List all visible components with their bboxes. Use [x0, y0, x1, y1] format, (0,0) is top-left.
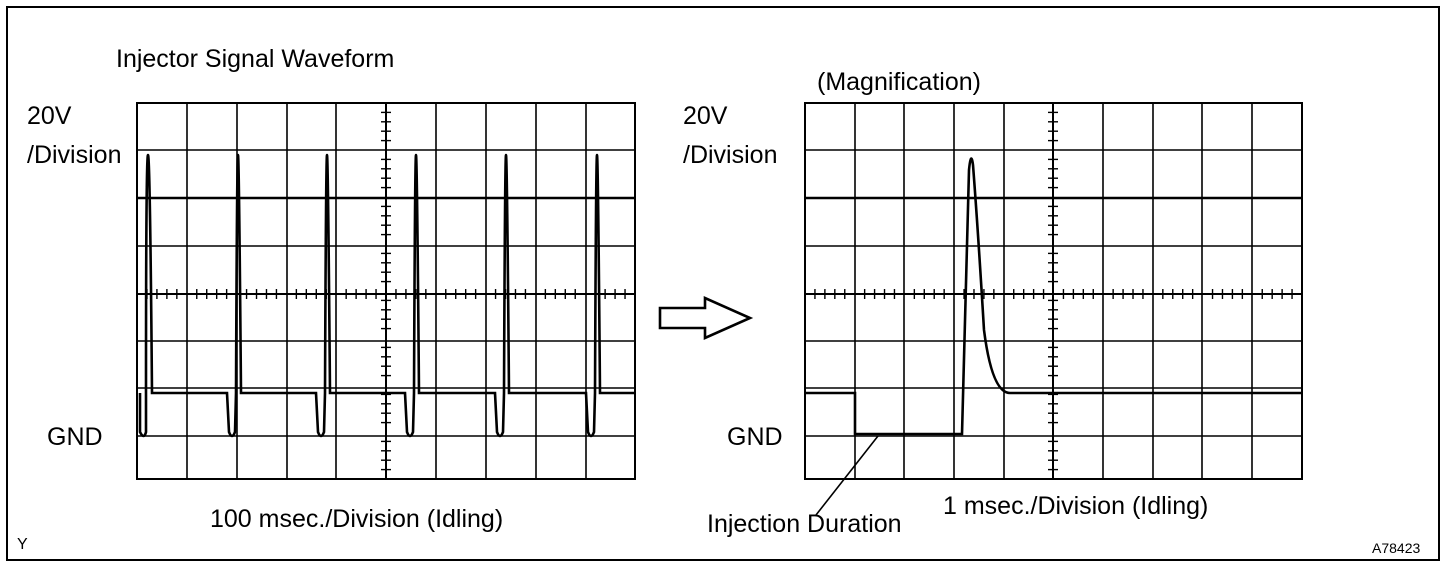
- left-scope-grid: [136, 102, 636, 480]
- right-scope-ticks: [814, 111, 1293, 471]
- left-waveform: [138, 153, 635, 438]
- figure-id: A78423: [1372, 540, 1421, 556]
- right-time-scale: 1 msec./Division (Idling): [943, 492, 1209, 520]
- left-ground-label: GND: [47, 423, 103, 451]
- injection-duration-leader: [815, 435, 879, 516]
- figure-frame: [6, 6, 1440, 561]
- left-volts-per-division-unit: /Division: [27, 141, 122, 169]
- injection-duration-label: Injection Duration: [707, 510, 902, 538]
- diagram-title: Injector Signal Waveform: [116, 45, 395, 73]
- right-waveform: [805, 157, 1302, 436]
- right-volts-per-division: 20V: [683, 102, 728, 130]
- left-scope-ticks: [146, 111, 626, 471]
- left-volts-per-division: 20V: [27, 102, 72, 130]
- left-time-scale: 100 msec./Division (Idling): [210, 505, 504, 533]
- right-ground-label: GND: [727, 423, 783, 451]
- right-volts-per-division-unit: /Division: [683, 141, 778, 169]
- right-arrow-icon: [658, 295, 754, 341]
- corner-letter: Y: [17, 536, 28, 553]
- magnification-heading: (Magnification): [817, 68, 981, 96]
- right-scope-grid: [804, 102, 1303, 480]
